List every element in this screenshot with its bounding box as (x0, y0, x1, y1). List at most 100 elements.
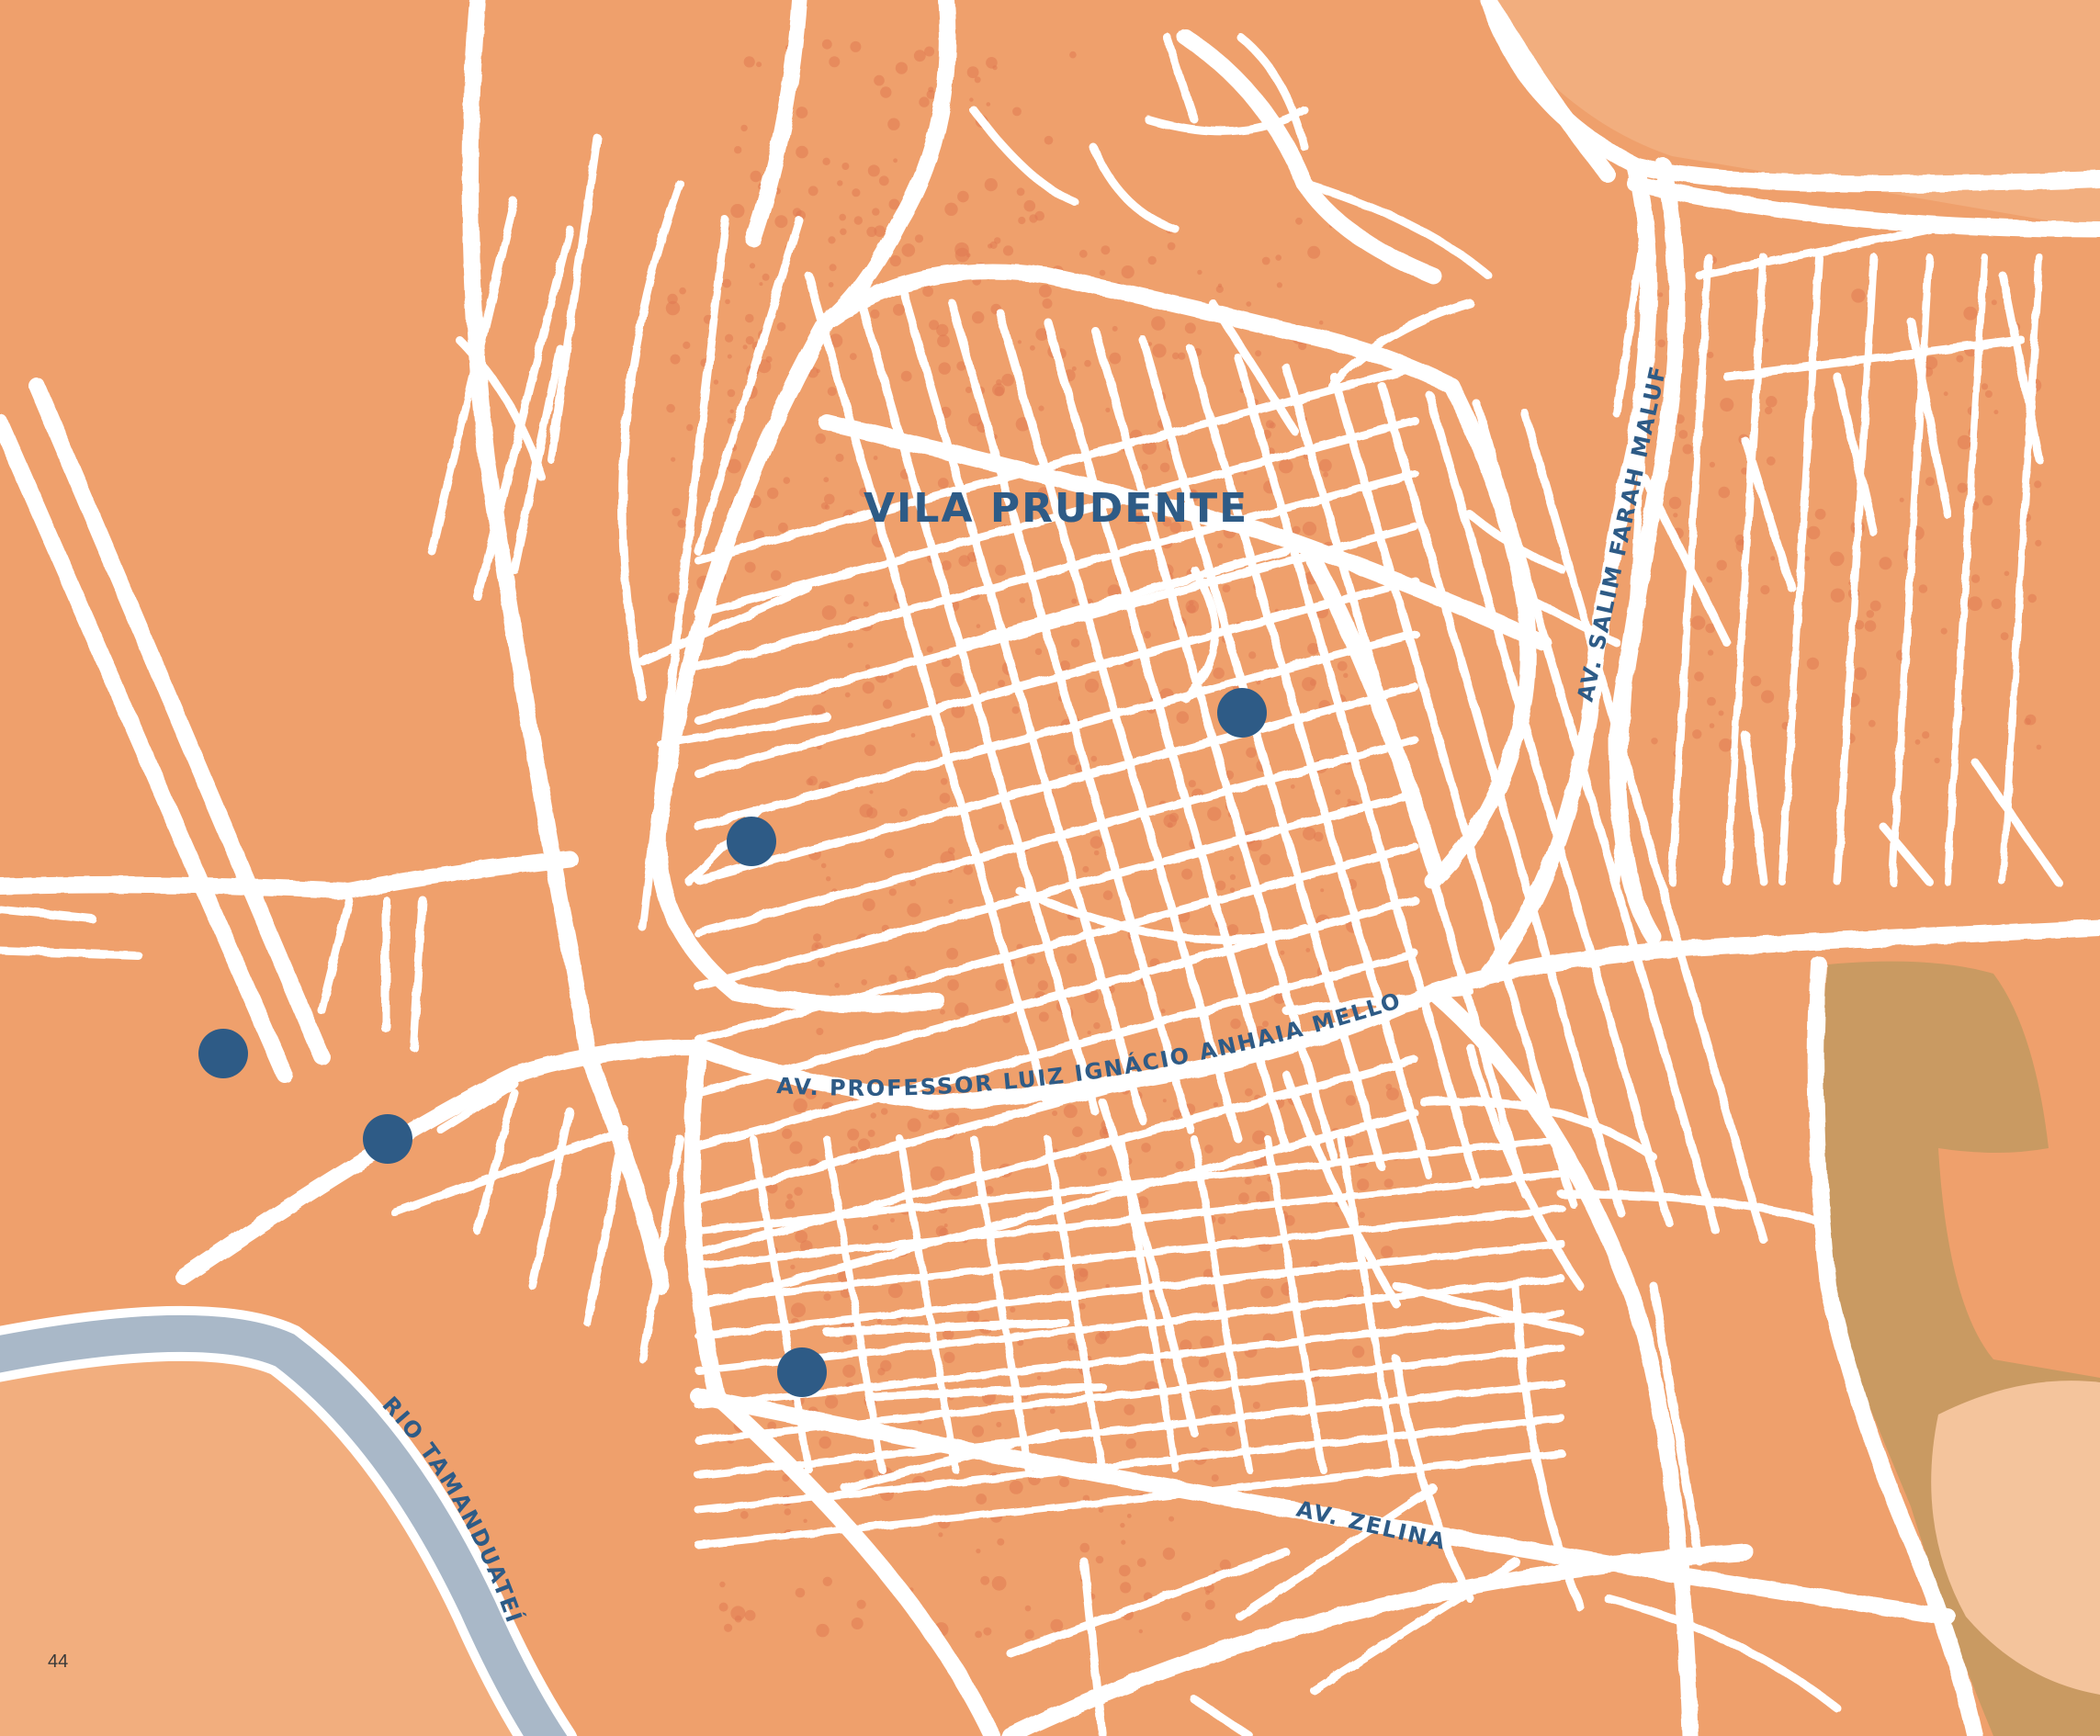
marker-railway-south (363, 1114, 412, 1164)
block-spot (1015, 417, 1031, 432)
major-road (462, 0, 596, 1065)
block-spot (670, 354, 681, 365)
block-spot (829, 264, 837, 272)
block-spot (1180, 1339, 1192, 1352)
block-spot (1760, 585, 1770, 595)
block-spot (789, 1141, 803, 1155)
minor-street (409, 896, 427, 1052)
block-spot (976, 1494, 988, 1505)
block-spot (847, 642, 853, 648)
block-spot (947, 979, 959, 991)
block-spot (1335, 789, 1341, 795)
block-spot (818, 960, 825, 967)
block-spot (887, 672, 894, 679)
block-spot (997, 1538, 1005, 1546)
block-spot (991, 1575, 1007, 1591)
block-spot (1318, 458, 1332, 472)
block-spot (1302, 521, 1317, 536)
block-spot (841, 163, 850, 170)
block-spot (816, 744, 822, 750)
block-spot (1067, 1338, 1075, 1347)
block-spot (1255, 350, 1262, 357)
block-spot (862, 898, 875, 911)
major-road (1425, 984, 1699, 1736)
block-spot (888, 198, 900, 210)
block-spot (1279, 458, 1293, 474)
block-spot (1049, 1408, 1056, 1415)
block-spot (740, 1510, 749, 1519)
block-spot (851, 1618, 864, 1629)
block-spot (996, 1422, 1002, 1427)
block-spot (819, 1436, 831, 1449)
block-spot (821, 605, 837, 620)
block-spot (1026, 955, 1035, 964)
block-spot (1018, 216, 1026, 225)
block-spot (931, 1111, 940, 1120)
block-spot (826, 876, 831, 882)
water-layer (0, 1305, 578, 1736)
block-spot (790, 1264, 796, 1270)
grid-street-northeast (1999, 254, 2043, 885)
block-spot (828, 282, 834, 287)
block-spot (972, 310, 985, 324)
block-spot (844, 692, 851, 698)
marker-railway-north (198, 1029, 248, 1078)
grid-street-northeast (1778, 254, 1823, 885)
block-spot (926, 646, 933, 653)
minor-street (0, 946, 142, 960)
block-spot (1351, 1346, 1365, 1358)
block-spot (805, 1088, 818, 1099)
block-spot (785, 1200, 796, 1210)
block-spot (1217, 1216, 1226, 1224)
grid-street (694, 949, 1419, 1151)
block-spot (994, 386, 1005, 397)
block-spot (1010, 1306, 1016, 1313)
block-spot (1914, 738, 1921, 745)
block-spot (898, 808, 908, 817)
block-spot (1075, 764, 1083, 772)
block-spot (668, 592, 679, 603)
block-spot (1034, 648, 1043, 656)
minor-street (1281, 1070, 1401, 1309)
block-spot (1309, 679, 1317, 686)
block-spot (727, 417, 734, 424)
block-spot (1359, 1212, 1365, 1219)
block-spot (1864, 620, 1877, 632)
block-spot (1095, 1332, 1107, 1345)
block-spot (1087, 1031, 1091, 1035)
block-spot (1030, 344, 1035, 351)
block-spot (683, 341, 691, 349)
block-spot (1290, 784, 1295, 789)
grid-street (694, 682, 1419, 885)
block-spot (2034, 480, 2042, 489)
block-spot (2035, 539, 2042, 547)
block-spot (745, 335, 754, 345)
block-spot (1238, 1192, 1249, 1203)
block-spot (942, 658, 951, 668)
block-spot (1280, 950, 1285, 955)
block-spot (1098, 1167, 1107, 1177)
block-spot (1105, 407, 1111, 412)
block-spot (1658, 292, 1664, 298)
block-spot (935, 1225, 947, 1237)
block-spot (745, 313, 754, 323)
block-spot (1078, 1302, 1086, 1310)
block-spot (1049, 1275, 1064, 1290)
block-spot (1024, 1605, 1032, 1612)
block-spot (1038, 284, 1052, 298)
block-spot (1167, 242, 1176, 251)
block-spot (792, 208, 802, 218)
block-spot (1879, 557, 1892, 570)
block-spot (820, 862, 827, 869)
block-spot (665, 300, 681, 316)
block-spot (821, 39, 832, 50)
major-road (580, 1048, 670, 1294)
block-spot (1133, 512, 1146, 524)
grid-street (694, 469, 1419, 671)
block-spot (983, 1627, 992, 1636)
map-markers (198, 688, 1267, 1397)
block-spot (864, 1469, 874, 1479)
block-spot (1868, 719, 1876, 727)
block-spot (713, 379, 719, 385)
major-road (28, 378, 330, 1065)
